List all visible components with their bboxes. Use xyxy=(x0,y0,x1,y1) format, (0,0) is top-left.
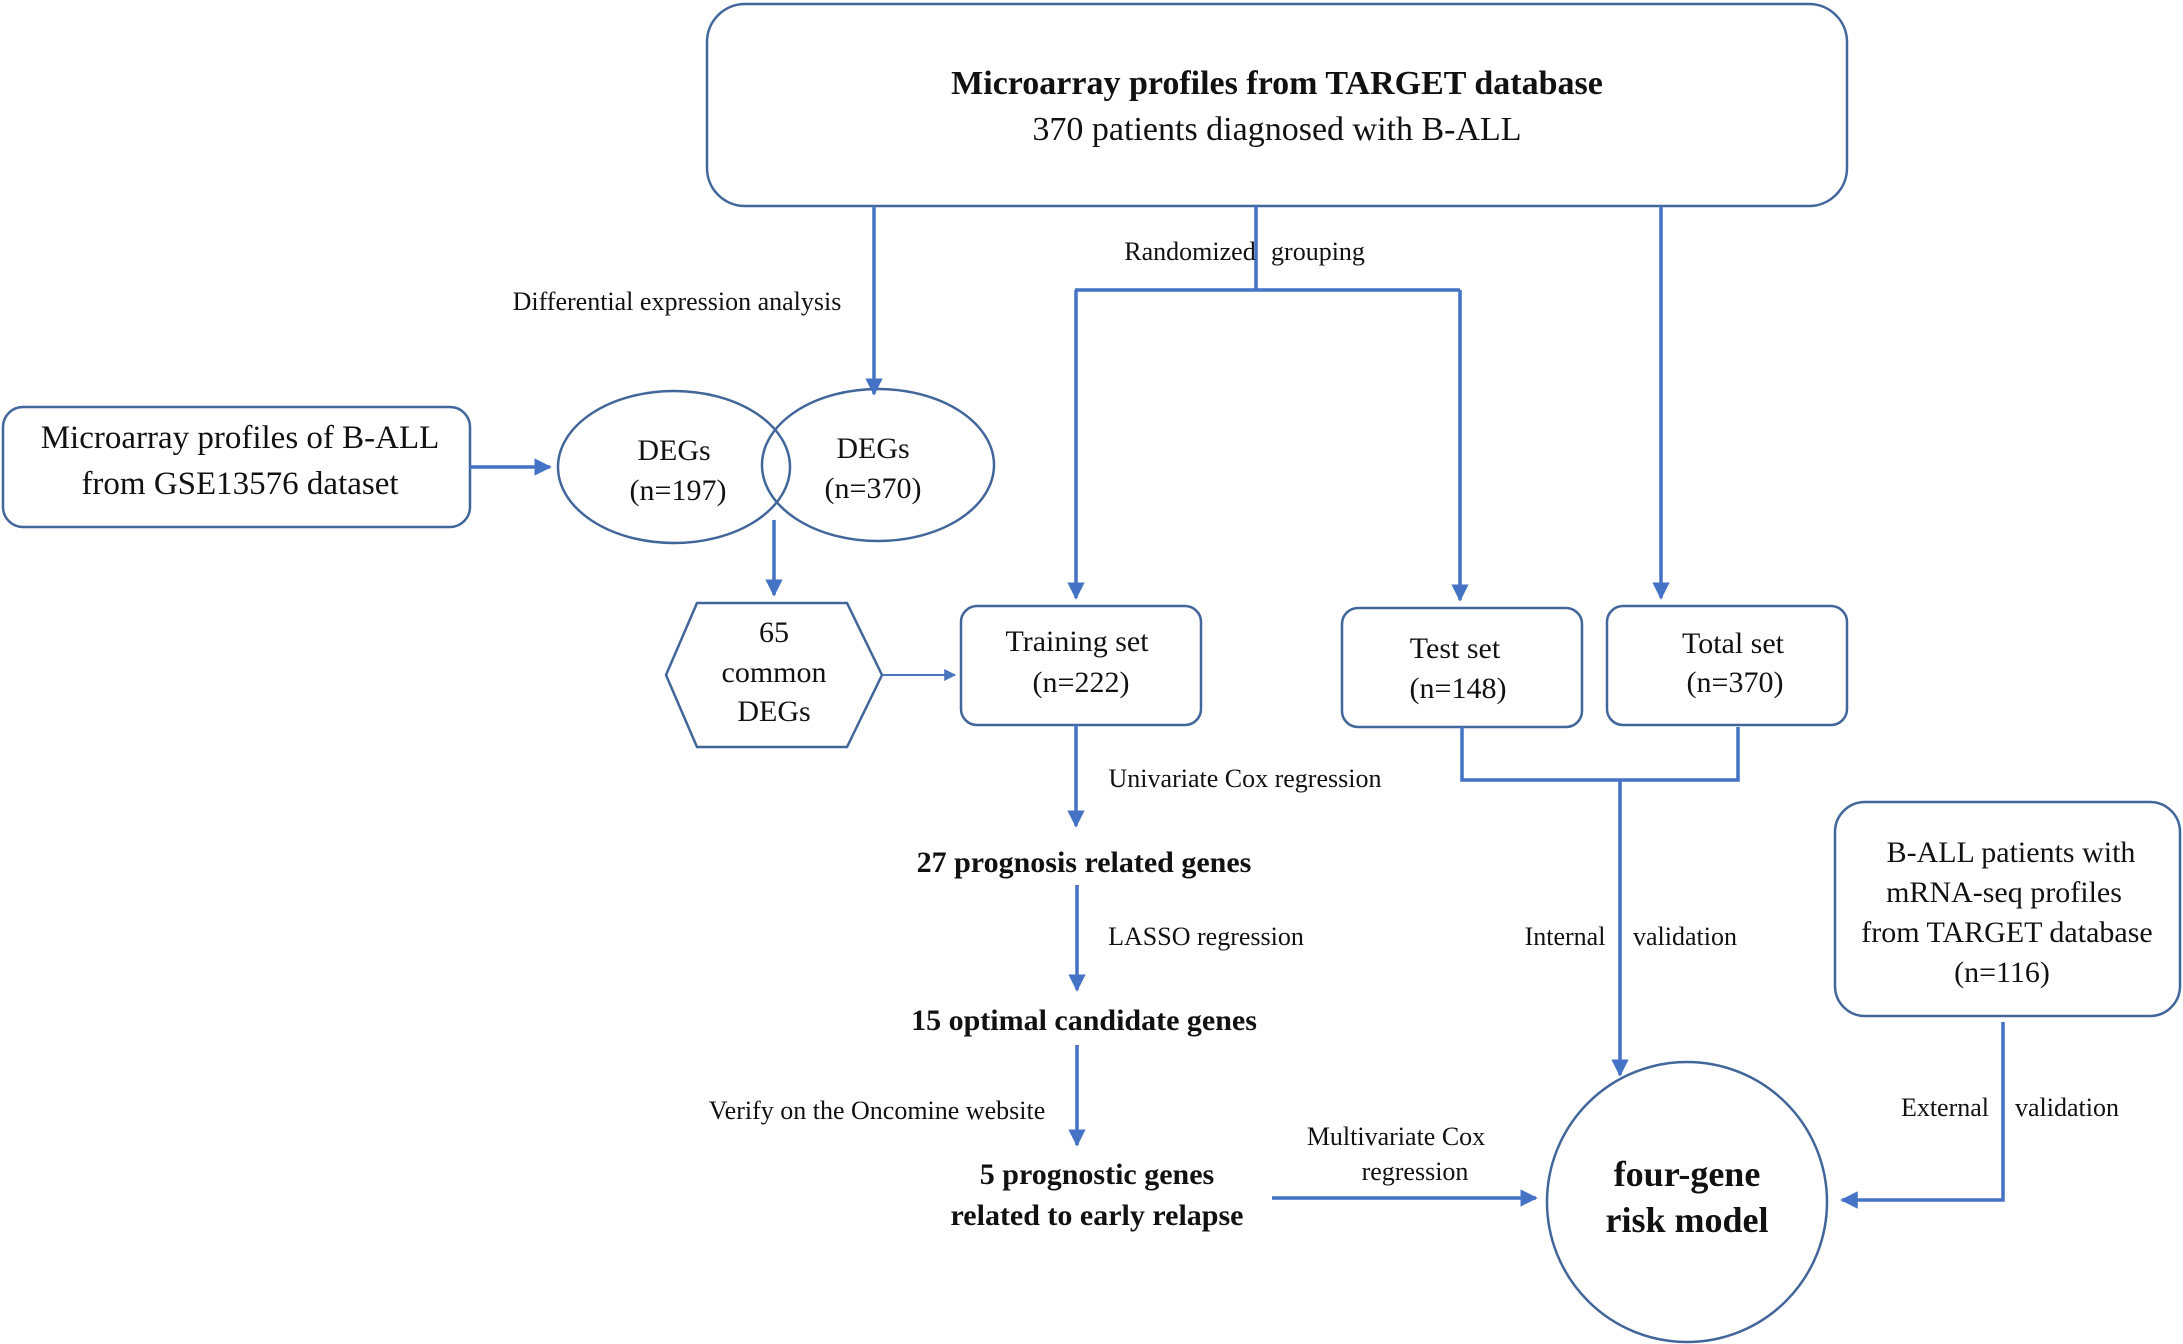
test-set-label: Test set xyxy=(1410,632,1501,665)
risk-model-line2: risk model xyxy=(1605,1200,1768,1240)
venn-left-count: (n=197) xyxy=(630,474,727,507)
top-box-subtitle: 370 patients diagnosed with B-ALL xyxy=(1032,111,1521,148)
venn-diagram: DEGs (n=197) DEGs (n=370) xyxy=(556,387,996,545)
line-test-total-join xyxy=(1460,727,1740,782)
label-randomized: Randomized xyxy=(1124,237,1255,266)
label-internal: Internal xyxy=(1525,922,1606,951)
test-set-box: Test set (n=148) xyxy=(1340,606,1584,729)
external-box-line2: mRNA-seq profiles xyxy=(1886,876,2122,909)
label-differential-expression: Differential expression analysis xyxy=(513,287,842,316)
gse-box-line2: from GSE13576 dataset xyxy=(81,466,398,502)
gse-box: Microarray profiles of B-ALL from GSE135… xyxy=(1,405,472,529)
risk-model-circle: four-gene risk model xyxy=(1545,1060,1829,1344)
total-set-box: Total set (n=370) xyxy=(1605,604,1849,727)
total-set-count: (n=370) xyxy=(1687,666,1784,699)
top-box: Microarray profiles from TARGET database… xyxy=(705,2,1849,208)
common-degs-hexagon: 65 common DEGs xyxy=(664,601,884,749)
risk-model-line1: four-gene xyxy=(1614,1154,1761,1194)
external-box-line3: from TARGET database xyxy=(1861,916,2152,949)
label-lasso: LASSO regression xyxy=(1108,922,1304,951)
external-cohort-box: B-ALL patients with mRNA-seq profiles fr… xyxy=(1833,800,2182,1018)
venn-left-ellipse xyxy=(556,389,792,545)
top-box-title: Microarray profiles from TARGET database xyxy=(951,65,1603,102)
prognostic-genes-step-line2: related to early relapse xyxy=(951,1199,1244,1232)
label-multivariate-cox-line1: Multivariate Cox xyxy=(1307,1122,1485,1151)
training-set-count: (n=222) xyxy=(1033,666,1130,699)
label-multivariate-cox-line2: regression xyxy=(1362,1157,1469,1186)
venn-right-count: (n=370) xyxy=(825,472,922,505)
optimal-genes-step: 15 optimal candidate genes xyxy=(911,1004,1257,1037)
label-verify-oncomine: Verify on the Oncomine website xyxy=(709,1096,1045,1125)
test-set-count: (n=148) xyxy=(1410,672,1507,705)
total-set-label: Total set xyxy=(1682,627,1785,660)
venn-left-label: DEGs xyxy=(637,434,710,467)
common-degs-line2: common xyxy=(722,656,827,689)
common-degs-line3: DEGs xyxy=(737,695,810,728)
training-set-box: Training set (n=222) xyxy=(959,604,1203,727)
training-set-label: Training set xyxy=(1005,625,1149,658)
external-box-line4: (n=116) xyxy=(1954,956,2050,989)
venn-right-label: DEGs xyxy=(836,432,909,465)
arrow-external-validation xyxy=(1840,1022,2005,1209)
label-external: External xyxy=(1901,1093,1989,1122)
common-degs-line1: 65 xyxy=(759,616,789,649)
external-box-line1: B-ALL patients with xyxy=(1887,836,2136,869)
gse-box-line1: Microarray profiles of B-ALL xyxy=(41,420,440,456)
label-univariate-cox: Univariate Cox regression xyxy=(1109,764,1382,793)
venn-right-ellipse xyxy=(760,387,996,543)
label-grouping: grouping xyxy=(1271,237,1365,266)
label-internal-validation: validation xyxy=(1633,922,1737,951)
label-external-validation: validation xyxy=(2015,1093,2119,1122)
prognostic-genes-step-line1: 5 prognostic genes xyxy=(980,1158,1214,1191)
prognosis-genes-step: 27 prognosis related genes xyxy=(917,846,1252,879)
